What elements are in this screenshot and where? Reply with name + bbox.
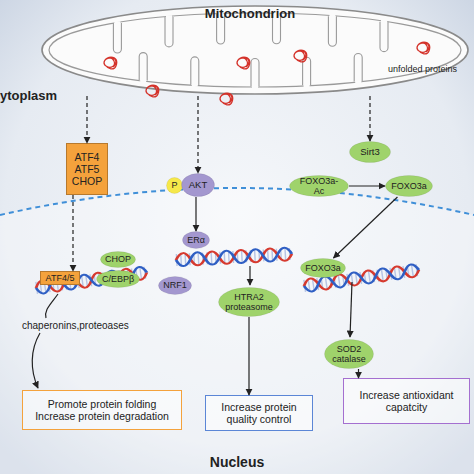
- protein-oval: C/EBPβ: [96, 270, 140, 288]
- node-text: Sirt3: [360, 147, 380, 158]
- annotation-label: chaperonins,proteoases: [22, 320, 129, 331]
- oval-fill: [167, 178, 183, 194]
- oval-fill: [386, 176, 433, 197]
- oval-fill: [219, 288, 280, 317]
- arrow-connector: [86, 96, 87, 143]
- node-text: P: [172, 180, 178, 190]
- protein-oval: Sirt3: [349, 141, 391, 163]
- node-text: FOXO3a: [391, 181, 427, 191]
- crista-opening: [304, 85, 310, 87]
- node-text: SOD2 catalase: [330, 344, 368, 365]
- node-text: Nucleus: [210, 454, 264, 470]
- protein-oval: FOXO3a-Ac: [289, 175, 349, 197]
- arrow-connector: [197, 96, 198, 173]
- node-text: unfolded proteins: [388, 64, 457, 74]
- oval-fill: [350, 142, 391, 163]
- nucleus-region: Nucleus ATF4/5 CHOP C/EBPβ ERαNRF1HTRA2 prot…: [0, 188, 474, 474]
- oval-fill: [290, 176, 349, 197]
- node-text: Increase protein quality control: [211, 401, 307, 425]
- oval-fill: [97, 271, 140, 288]
- oval-fill: [325, 340, 374, 369]
- crista-fold: [380, 22, 388, 52]
- node-text: HTRA2 proteasome: [224, 292, 274, 313]
- outcome-box: Increase antioxidant capatcity: [343, 378, 470, 424]
- arrow-connector: [349, 185, 385, 186]
- crista-opening: [114, 21, 120, 23]
- node-text: Increase antioxidant capatcity: [349, 389, 464, 413]
- crista-fold: [303, 57, 311, 85]
- crista-fold: [113, 23, 121, 53]
- mitochondrion-outline: Mitochondrion unfolded proteins: [40, 4, 470, 96]
- crista-opening: [252, 86, 258, 88]
- node-text: C/EBPβ: [102, 274, 134, 284]
- crista-opening: [329, 15, 335, 17]
- node-text: ERα: [187, 235, 205, 245]
- node-text: Promote protein folding: [48, 398, 157, 410]
- oval-fill: [301, 259, 346, 278]
- protein-oval: FOXO3a: [385, 175, 433, 197]
- oval-fill: [101, 252, 136, 268]
- crista-opening: [355, 81, 361, 83]
- node-text: NRF1: [163, 280, 187, 290]
- protein-oval: NRF1: [158, 276, 192, 295]
- crista-opening: [140, 80, 146, 82]
- crista-fold: [328, 16, 336, 46]
- outcome-box: Promote protein foldingIncrease protein …: [22, 390, 182, 430]
- node-text: Increase protein degradation: [35, 410, 169, 422]
- protein-oval: SOD2 catalase: [324, 339, 374, 369]
- node-text: ATF4 ATF5 CHOP: [67, 151, 107, 187]
- node-text: FOXO3a-Ac: [295, 176, 343, 197]
- phospho-circle: P: [166, 177, 183, 194]
- crista-fold: [139, 53, 147, 81]
- node-text: CHOP: [105, 254, 131, 264]
- crista-opening: [381, 20, 387, 22]
- outcome-box: Increase protein quality control: [205, 395, 313, 431]
- arrow-connector: [369, 96, 370, 141]
- crista-fold: [251, 59, 259, 87]
- unfolded-protein: [220, 93, 233, 105]
- nuclear-envelope: [0, 188, 474, 215]
- protein-oval: FOXO3a: [300, 258, 346, 278]
- outer-membrane: [42, 6, 468, 94]
- crista-fold: [354, 54, 362, 82]
- oval-fill: [159, 277, 192, 295]
- node-text: Mitochondrion: [205, 7, 295, 22]
- protein-oval: HTRA2 proteasome: [218, 287, 280, 317]
- node-text: FOXO3a: [305, 263, 341, 273]
- oval-fill: [183, 232, 210, 249]
- node-text: AKT: [189, 180, 207, 191]
- crista-fold: [165, 17, 173, 47]
- crista-opening: [192, 84, 198, 86]
- crista-fold: [191, 57, 199, 85]
- region-label: ytoplasm: [0, 88, 57, 103]
- protein-oval: ERα: [182, 231, 210, 249]
- factor-box: ATF4/5: [40, 271, 80, 285]
- nucleoplasm: [0, 188, 474, 474]
- node-text: ATF4/5: [46, 273, 75, 283]
- inner-membrane: [49, 13, 461, 87]
- oval-fill: [182, 174, 215, 197]
- crista-opening: [166, 15, 172, 17]
- protein-oval: AKT: [181, 173, 215, 197]
- factor-box: ATF4 ATF5 CHOP: [66, 143, 108, 195]
- protein-oval: CHOP: [100, 251, 136, 268]
- node-shape: [0, 188, 474, 474]
